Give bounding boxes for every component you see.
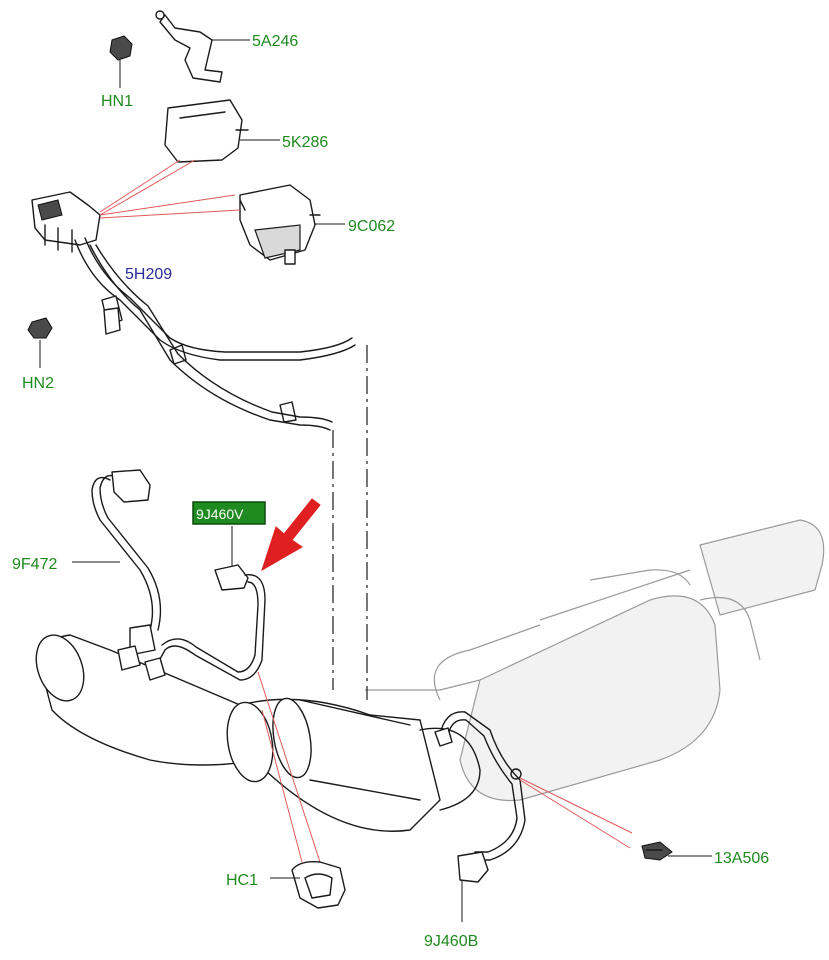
clip-13a506: [641, 841, 673, 861]
callout-9j460v: 9J460V: [196, 506, 244, 522]
callout-9c062: 9C062: [348, 218, 395, 235]
exhaust-temp-sensor-9j460v: [144, 564, 266, 681]
sensor-assembly-top: [27, 10, 356, 431]
callout-9f472: 9F472: [12, 556, 57, 573]
rear-exhaust-ghost: [365, 519, 825, 802]
hc1-clip: [291, 860, 346, 909]
callout-9j460v-highlight: [192, 501, 266, 525]
front-exhaust-pipe: [35, 634, 481, 832]
callout-hn1: HN1: [101, 93, 133, 110]
red-pointer-arrow: [261, 498, 321, 572]
callout-9j460b: 9J460B: [424, 933, 478, 950]
exhaust-temp-sensor-9j460b: [434, 711, 526, 883]
callout-5k286: 5K286: [282, 134, 328, 151]
routing-dash-lines: [332, 345, 368, 700]
callout-leader-lines: [39, 39, 712, 922]
callout-hc1: HC1: [226, 872, 258, 889]
callout-5h209: 5H209: [125, 266, 172, 283]
red-leader-lines-13a506: [519, 777, 633, 849]
callout-5a246: 5A246: [252, 33, 298, 50]
red-leader-lines-hc1: [257, 671, 321, 863]
callout-13a506: 13A506: [714, 850, 769, 867]
callout-hn2: HN2: [22, 375, 54, 392]
red-leader-lines-top: [99, 159, 241, 219]
oxygen-sensor-9f472: [91, 469, 162, 671]
